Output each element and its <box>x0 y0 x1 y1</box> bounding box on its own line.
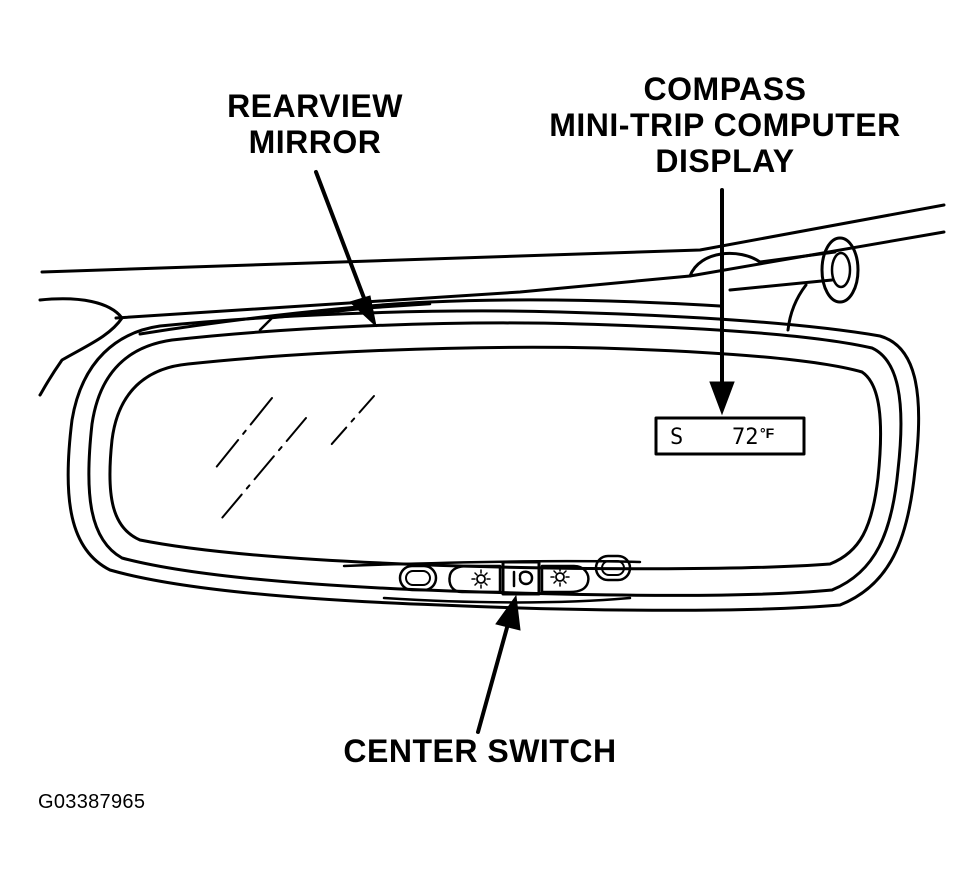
mirror-housing-mid <box>87 321 903 597</box>
center-switch-label: CENTER SWITCH <box>343 733 617 769</box>
dimmer-sun-icon-left <box>471 569 491 589</box>
headliner-edge <box>40 203 946 274</box>
compass-label-line1: COMPASS <box>643 71 807 107</box>
headliner-lower-edge <box>114 274 692 320</box>
display-temperature: 72 <box>732 425 759 450</box>
mirror-mount-lower <box>728 278 834 292</box>
rearview-label-line1: REARVIEW <box>227 88 403 124</box>
right-dimmer-button[interactable] <box>540 564 590 594</box>
center-switch-button[interactable] <box>501 560 541 596</box>
figure-id: G03387965 <box>38 791 146 813</box>
mirror-top-rail-2 <box>258 302 432 332</box>
rearview-mirror-label: REARVIEW MIRROR <box>190 88 440 160</box>
center-switch-symbol <box>512 570 534 588</box>
mount-cylinder-inner <box>830 251 852 289</box>
right-round-button[interactable] <box>594 554 632 582</box>
mirror-housing-outer <box>66 309 921 612</box>
display-unit: °F <box>760 425 775 441</box>
left-dimmer-button[interactable] <box>448 564 502 594</box>
compass-label-line2: MINI-TRIP COMPUTER <box>549 107 901 143</box>
left-trim <box>38 297 124 397</box>
dimmer-sun-icon-right <box>550 567 570 587</box>
right-round-button-inner <box>601 560 625 576</box>
center-switch-leader-line <box>476 622 510 734</box>
compass-label-line3: DISPLAY <box>655 143 795 179</box>
left-round-button-inner <box>405 570 431 586</box>
mirror-glass <box>108 345 883 571</box>
rearview-leader-line <box>314 170 366 300</box>
reflection-3 <box>329 395 375 447</box>
rearview-label-line2: MIRROR <box>248 124 382 160</box>
display-heading: S <box>670 425 683 450</box>
compass-display-label: COMPASS MINI-TRIP COMPUTER DISPLAY <box>520 71 930 179</box>
left-round-button[interactable] <box>398 564 438 592</box>
compass-arrowhead <box>709 381 735 416</box>
mount-cylinder <box>820 236 860 304</box>
rearview-arrowhead <box>349 295 377 328</box>
compass-display-frame <box>654 416 806 456</box>
reflection-1 <box>213 397 273 471</box>
center-switch-arrowhead <box>495 594 521 631</box>
control-strip-bottom <box>382 596 632 604</box>
reflection-2 <box>221 417 307 519</box>
mirror-mount-upper <box>688 250 837 278</box>
